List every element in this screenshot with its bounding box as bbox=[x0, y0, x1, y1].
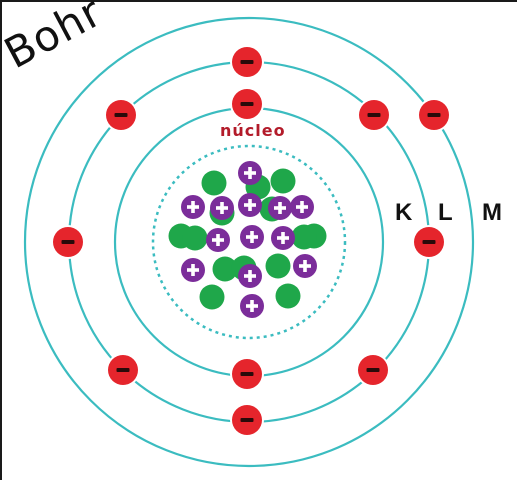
proton bbox=[268, 196, 292, 220]
nucleus-boundary bbox=[151, 144, 347, 340]
neutron bbox=[270, 168, 296, 194]
proton bbox=[238, 264, 262, 288]
neutron bbox=[201, 170, 227, 196]
neutron bbox=[199, 284, 225, 310]
proton bbox=[181, 195, 205, 219]
electron-minus-sign bbox=[240, 372, 254, 376]
electron bbox=[356, 353, 390, 387]
proton bbox=[181, 258, 205, 282]
proton bbox=[238, 161, 262, 185]
neutron bbox=[291, 224, 317, 250]
proton bbox=[240, 225, 264, 249]
proton bbox=[210, 196, 234, 220]
electron-minus-sign bbox=[240, 60, 254, 64]
electron bbox=[104, 98, 138, 132]
proton bbox=[290, 195, 314, 219]
proton bbox=[238, 193, 262, 217]
left-border bbox=[0, 0, 2, 480]
electron-minus-sign bbox=[240, 102, 254, 106]
electron-minus-sign bbox=[116, 368, 130, 372]
shell-label-k: K bbox=[395, 199, 413, 226]
electron-minus-sign bbox=[367, 113, 381, 117]
electron-minus-sign bbox=[366, 368, 380, 372]
proton bbox=[271, 226, 295, 250]
electron bbox=[230, 45, 264, 79]
proton bbox=[293, 254, 317, 278]
proton bbox=[240, 294, 264, 318]
orbit-m bbox=[23, 16, 475, 468]
proton bbox=[206, 228, 230, 252]
neutron bbox=[182, 225, 208, 251]
electron-minus-sign bbox=[61, 240, 75, 244]
electron-minus-sign bbox=[114, 113, 128, 117]
electron bbox=[51, 225, 85, 259]
shell-label-l: L bbox=[438, 199, 453, 226]
electron bbox=[230, 403, 264, 437]
electron-minus-sign bbox=[240, 418, 254, 422]
shell-label-m: M bbox=[482, 199, 502, 226]
electron-minus-sign bbox=[422, 240, 436, 244]
neutron bbox=[212, 256, 238, 282]
electron bbox=[106, 353, 140, 387]
electron bbox=[230, 357, 264, 391]
electron bbox=[357, 98, 391, 132]
neutron bbox=[275, 283, 301, 309]
electron bbox=[412, 225, 446, 259]
neutron bbox=[265, 253, 291, 279]
nucleus-label: núcleo bbox=[220, 121, 286, 140]
top-border bbox=[0, 0, 517, 2]
electron bbox=[230, 87, 264, 121]
electron-minus-sign bbox=[427, 113, 441, 117]
electron bbox=[417, 98, 451, 132]
